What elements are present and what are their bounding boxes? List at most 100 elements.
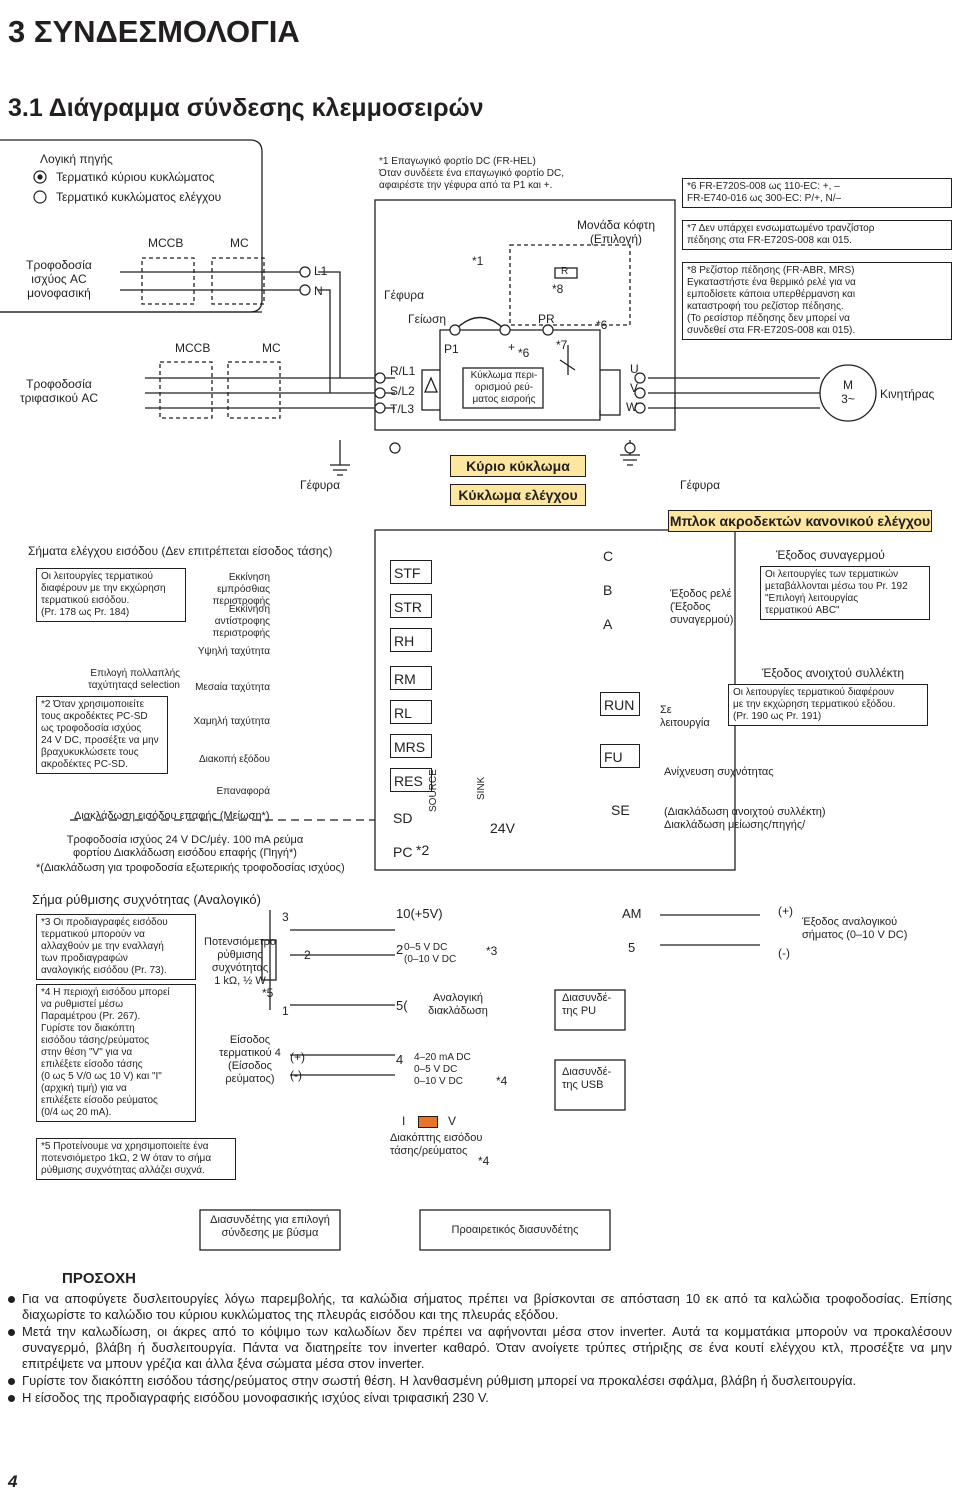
terminal-n: N <box>314 284 323 298</box>
label-mrs: Διακοπή εξόδου <box>198 754 270 765</box>
terminal-v: V <box>630 381 639 395</box>
inrush-label: Κύκλωμα περι- ορισμού ρεύ- ματος εισροής <box>470 370 538 405</box>
terminal-a: A <box>600 612 640 636</box>
caution-list: Για να αποφύγετε δυσλειτουργίες λόγω παρ… <box>8 1291 952 1407</box>
star6b: *6 <box>596 318 608 332</box>
section-title: 3.1 Διάγραμμα σύνδεσης κλεμμοσειρών <box>8 94 484 122</box>
terminal-rh: RH <box>390 628 432 652</box>
star6: *6 <box>518 346 530 360</box>
jumper-label: Γέφυρα <box>384 288 425 302</box>
wiring-diagram <box>0 139 877 1251</box>
label-pc-note: *(Διακλάδωση για τροφοδοσία εξωτερικής τ… <box>36 862 345 874</box>
terminal-2-range: 0–5 V DC (0–10 V DC <box>404 942 457 965</box>
running-label: Σε λειτουργία <box>660 704 710 729</box>
relay-output-label: Έξοδος ρελέ (Έξοδος συναγερμού) <box>670 588 734 626</box>
caution-item: Γυρίστε τον διακόπτη εισόδου τάσης/ρεύμα… <box>8 1373 952 1389</box>
freq-detect-label: Ανίχνευση συχνότητας <box>664 766 774 778</box>
terminal-s: S/L2 <box>390 384 415 398</box>
page-number: 4 <box>8 1472 18 1491</box>
label-pc-power: Τροφοδοσία ισχύος 24 V DC/μέγ. 100 mA ρε… <box>66 834 304 859</box>
multi-function-note: Οι λειτουργίες τερματικού διαφέρουν με τ… <box>36 568 186 622</box>
star7: *7 <box>556 338 568 352</box>
input4-plus: (+) <box>290 1050 305 1064</box>
source-label: SOURCE <box>428 769 439 812</box>
input4-label: Είσοδος τερματικού 4 (Είσοδος ρεύματος) <box>219 1034 281 1085</box>
terminal-str: STR <box>390 594 432 618</box>
usb-connector[interactable]: Διασυνδέ- της USB <box>562 1066 612 1091</box>
terminal-4: 4 <box>396 1052 404 1067</box>
caution-item: Για να αποφύγετε δυσλειτουργίες λόγω παρ… <box>8 1291 952 1323</box>
terminal-5: 5( <box>396 998 408 1013</box>
note-1: *1 Επαγωγικό φορτίο DC (FR-HEL) Όταν συν… <box>375 154 665 194</box>
alarm-output-title: Έξοδος συναγερμού <box>776 548 885 562</box>
star3: *3 <box>486 944 498 958</box>
note-6: *6 FR-E720S-008 ως 110-EC: +, – FR-E740-… <box>682 178 952 208</box>
caution-title: ΠΡΟΣΟΧΗ <box>62 1270 137 1287</box>
terminal-mrs: MRS <box>390 734 432 758</box>
terminal-sd: SD <box>390 806 432 830</box>
pc-star: *2 <box>416 842 430 858</box>
switch-i-label: I <box>402 1114 406 1128</box>
v24-label: 24V <box>490 820 515 836</box>
terminal-rm: RM <box>390 666 432 690</box>
terminal-run: RUN <box>600 692 640 716</box>
plug-connector-label: Διασυνδέτης για επιλογή σύνδεσης με βύσμ… <box>210 1214 330 1239</box>
switch-v-label: V <box>448 1114 457 1128</box>
label-low: Χαμηλή ταχύτητα <box>193 716 270 727</box>
switch-star: *4 <box>478 1154 490 1168</box>
mc-label-1: MC <box>230 236 249 250</box>
terminal-w: W <box>626 400 638 414</box>
terminal-u: U <box>630 362 639 376</box>
terminal-res: RES <box>390 768 432 792</box>
label-rev: Εκκίνηση αντίστροφης περιστροφής <box>212 604 270 639</box>
label-multi-speed: Επιλογή πολλαπλής ταχύτηταςd selection <box>87 668 180 691</box>
jumper-left: Γέφυρα <box>300 478 341 492</box>
earth-label: Γείωση <box>408 312 447 326</box>
alarm-function-note: Οι λειτουργίες των τερματικών μεταβάλλον… <box>760 566 930 620</box>
oc-function-note: Οι λειτουργίες τερματικού διαφέρουν με τ… <box>728 684 928 726</box>
legend-control-terminal: Τερματικό κυκλώματος ελέγχου <box>56 190 222 204</box>
terminal-am: AM <box>622 906 642 921</box>
analog-common-label: Αναλογική διακλάδωση <box>428 992 488 1017</box>
am-label: Έξοδος αναλογικού σήματος (0–10 V DC) <box>802 916 908 941</box>
note-3: *3 Οι προδιαγραφές εισόδου τερματικού μπ… <box>36 914 196 980</box>
terminal-b: B <box>600 578 640 602</box>
terminal-r: R/L1 <box>390 364 416 378</box>
control-terminal-symbol <box>33 190 47 204</box>
terminal-plus: + <box>508 340 516 354</box>
note-5: *5 Προτείνουμε να χρησιμοποιείτε ένα ποτ… <box>36 1138 236 1180</box>
terminal-c: C <box>600 544 640 568</box>
caution-item: Η είσοδος της προδιαγραφής εισόδου μονοφ… <box>8 1390 952 1406</box>
option-connector-label: Προαιρετικός διασυνδέτης <box>451 1224 579 1236</box>
star4: *4 <box>496 1074 508 1088</box>
brake-unit-label: Μονάδα κόφτη (Επιλογή) <box>576 218 656 246</box>
am-plus: (+) <box>778 904 793 918</box>
terminal-2: 2 <box>396 942 404 957</box>
note-8: *8 Ρεζίστορ πέδησης (FR-ABR, MRS) Εγκατα… <box>682 262 952 340</box>
mccb-label-1: MCCB <box>148 236 184 250</box>
terminal-4-range: 4–20 mA DC 0–5 V DC 0–10 V DC <box>414 1052 471 1087</box>
inverter-box <box>374 199 676 431</box>
terminal-10: 10(+5V) <box>396 906 443 921</box>
caution-item: Μετά την καλωδίωση, οι άκρες από το κόψι… <box>8 1324 952 1372</box>
analog-title: Σήμα ρύθμισης συχνότητας (Αναλογικό) <box>32 892 261 907</box>
control-circuit-banner: Κύκλωμα ελέγχου <box>450 484 586 506</box>
star8: *8 <box>552 282 564 296</box>
motor-symbol: M 3~ <box>841 378 855 406</box>
mc-label-2: MC <box>262 341 281 355</box>
three-phase-label: Τροφοδοσία τριφασικού AC <box>19 377 99 405</box>
legend-outline <box>0 139 263 313</box>
pot-label: Ποτενσιόμετρο ρύθμισης συχνότητας 1 kΩ, … <box>204 936 276 987</box>
pu-connector[interactable]: Διασυνδέ- της PU <box>562 992 612 1017</box>
mccb-label-2: MCCB <box>175 341 211 355</box>
note-2: *2 Όταν χρησιμοποιείτε τους ακροδέκτες P… <box>36 696 168 774</box>
terminal-pr: PR <box>538 312 555 326</box>
oc-common-label: (Διακλάδωση ανοιχτού συλλέκτη) Διακλάδωσ… <box>664 806 826 831</box>
switch-label: Διακόπτης εισόδου τάσης/ρεύματος <box>390 1132 483 1157</box>
label-high: Υψηλή ταχύτητα <box>197 646 270 657</box>
standard-terminal-banner: Μπλοκ ακροδεκτών κανονικού ελέγχου <box>668 510 932 532</box>
legend-main-terminal: Τερματικό κύριου κυκλώματος <box>56 170 215 184</box>
resistor-r-label: R <box>561 266 569 277</box>
voltage-current-switch[interactable] <box>418 1116 438 1128</box>
inputs-title: Σήματα ελέγχου εισόδου (Δεν επιτρέπεται … <box>28 544 333 558</box>
